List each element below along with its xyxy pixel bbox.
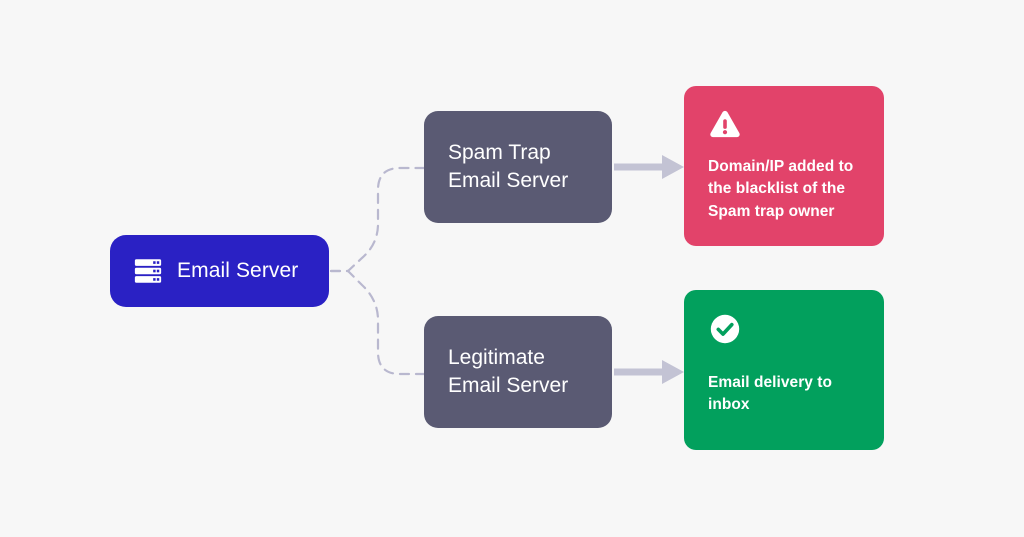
dashed-branch-to-legitimate [329, 269, 426, 376]
node-email-server[interactable]: Email Server [110, 235, 329, 307]
check-circle-icon [710, 314, 740, 344]
dashed-branch-to-spam-trap [329, 166, 426, 273]
card-inbox-outcome-label: Email delivery to inbox [708, 374, 833, 414]
arrow-spam-trap-to-blacklist [614, 155, 684, 179]
node-spam-trap-email-server-label: Spam Trap Email Server [448, 140, 569, 192]
warning-triangle-icon [710, 110, 740, 138]
node-legitimate-email-server[interactable]: Legitimate Email Server [424, 316, 612, 428]
card-blacklist-outcome[interactable]: Domain/IP added to the blacklist of the … [684, 86, 884, 246]
arrow-legitimate-to-inbox [614, 360, 684, 384]
card-blacklist-outcome-label: Domain/IP added to the blacklist of the … [708, 158, 854, 220]
server-icon [134, 259, 162, 283]
node-legitimate-email-server-label: Legitimate Email Server [448, 345, 569, 397]
node-email-server-label: Email Server [177, 259, 299, 282]
node-spam-trap-email-server[interactable]: Spam Trap Email Server [424, 111, 612, 223]
card-inbox-outcome[interactable]: Email delivery to inbox [684, 290, 884, 450]
